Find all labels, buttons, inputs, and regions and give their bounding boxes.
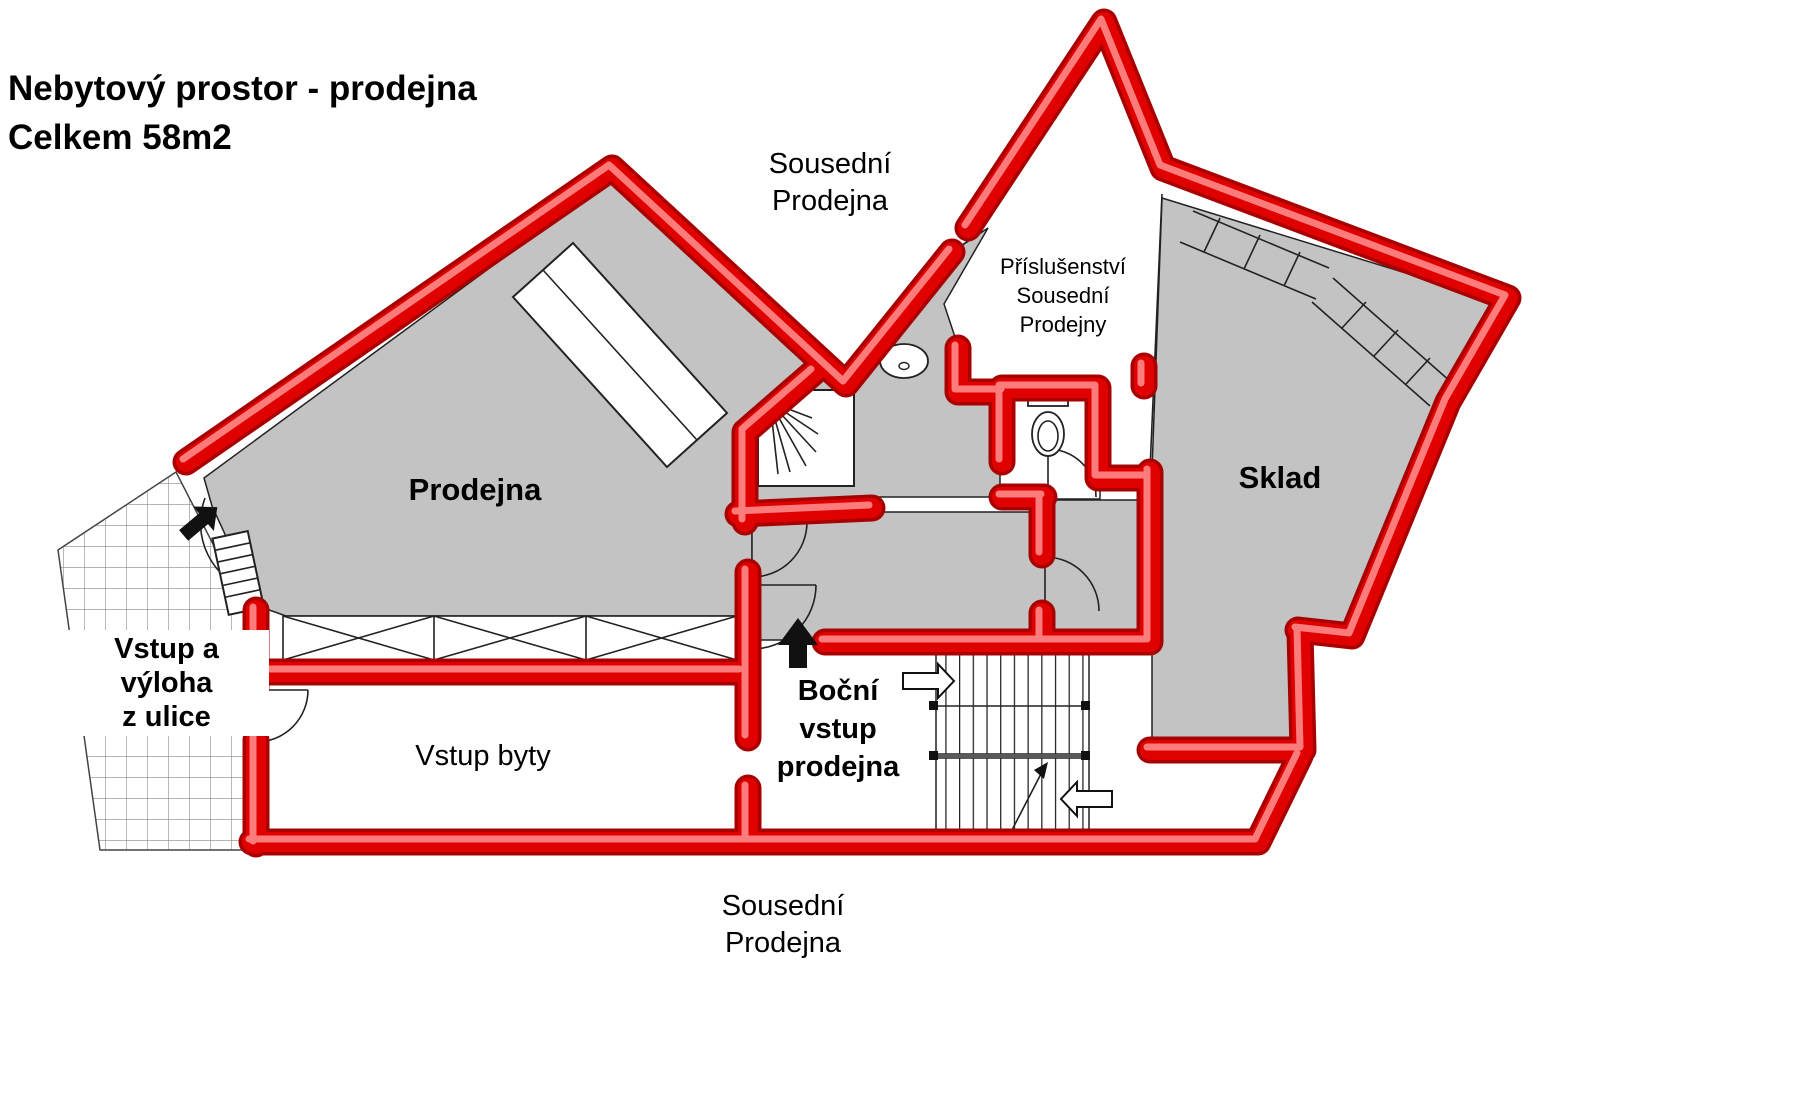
- warehouse-partition-bracing: [1179, 210, 1452, 407]
- label-line: prodejna: [776, 751, 900, 783]
- stair-direction-arrowhead: [1034, 762, 1048, 779]
- label-accessories-neighbor: Příslušenství Sousední Prodejny: [948, 252, 1178, 339]
- label-neighbor-shop-bottom: Sousední Prodejna: [658, 888, 908, 962]
- label-line: Prodejna: [724, 927, 842, 959]
- stair-direction-line: [1011, 767, 1045, 831]
- label-line: Sousední: [721, 890, 845, 922]
- label-shop: Prodejna: [408, 472, 542, 507]
- display-window: [211, 529, 266, 617]
- stairs-down-arrow-icon: [1059, 779, 1113, 819]
- stairs-up-arrow-icon: [902, 661, 956, 701]
- label-line: Sousední: [1016, 283, 1110, 308]
- label-warehouse: Sklad: [1238, 460, 1322, 495]
- label-street-entrance: Vstup a výloha z ulice: [64, 630, 269, 736]
- staircase: [929, 649, 1090, 832]
- label-line: Sousední: [768, 148, 892, 180]
- title-line1: Nebytový prostor - prodejna: [8, 69, 477, 108]
- label-neighbor-shop-top: Sousední Prodejna: [690, 146, 970, 220]
- label-line: Boční: [797, 675, 879, 707]
- floor-areas: [203, 177, 1502, 749]
- shop-window-band: [282, 615, 738, 661]
- label-flats-entrance: Vstup byty: [415, 740, 551, 772]
- label-line: výloha: [120, 667, 213, 699]
- shop-counter: [511, 241, 729, 469]
- label-line: Prodejny: [1019, 312, 1107, 337]
- title-line2: Celkem 58m2: [8, 118, 232, 157]
- main-entrance-arrow-icon: [179, 506, 218, 541]
- label-line: Příslušenství: [1000, 254, 1126, 279]
- label-line: z ulice: [122, 701, 211, 733]
- label-line: Vstup a: [114, 633, 219, 665]
- page-title: Nebytový prostor - prodejna Celkem 58m2: [8, 64, 477, 162]
- side-entrance-arrow-icon: [778, 618, 818, 668]
- label-line: Prodejna: [771, 185, 889, 217]
- label-side-entrance: Boční vstup prodejna: [738, 672, 938, 786]
- label-line: vstup: [799, 713, 877, 745]
